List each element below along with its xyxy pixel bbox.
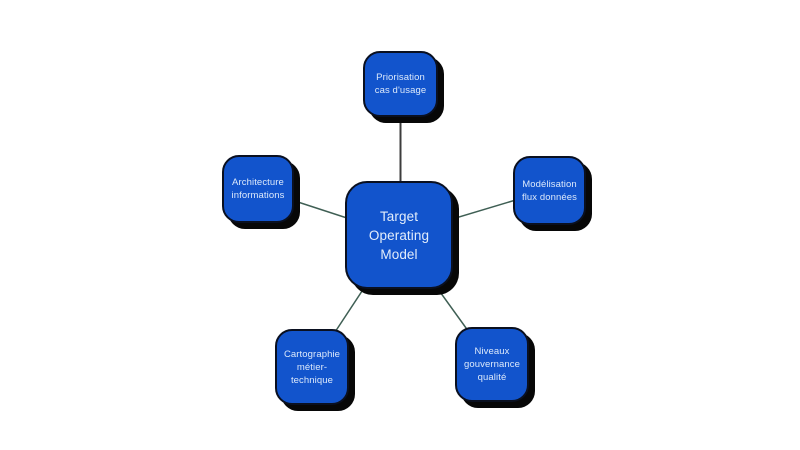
- node-label-line: cas d'usage: [374, 85, 427, 96]
- node-niveaux-gouvernance-qualite: Niveaux gouvernance qualité: [455, 327, 529, 402]
- node-label-line: Model: [380, 246, 418, 262]
- node-label-line: qualité: [477, 372, 507, 383]
- node-label-line: gouvernance: [463, 359, 521, 370]
- node-target-operating-model: Target Operating Model: [345, 181, 453, 289]
- node-label-line: Operating: [368, 227, 430, 243]
- node-label-line: flux données: [521, 191, 578, 203]
- node-label-line: Target: [379, 208, 419, 224]
- node-cartographie-metier-technique: Cartographie métier- technique: [275, 329, 349, 405]
- node-label-line: Niveaux: [474, 346, 510, 357]
- node-label-line: technique: [290, 374, 334, 386]
- node-priorisation-cas-usage: Priorisation cas d'usage: [363, 51, 438, 117]
- node-label-line: Priorisation: [376, 72, 425, 83]
- node-label-line: informations: [231, 190, 285, 201]
- node-modelisation-flux-donnees: Modélisation flux données: [513, 156, 586, 225]
- node-label-line: Architecture: [232, 177, 284, 188]
- node-label-line: métier-: [296, 361, 328, 373]
- node-architecture-informations: Architecture informations: [222, 155, 294, 223]
- node-label-line: Modélisation: [522, 178, 577, 190]
- node-label-line: Cartographie: [283, 348, 341, 360]
